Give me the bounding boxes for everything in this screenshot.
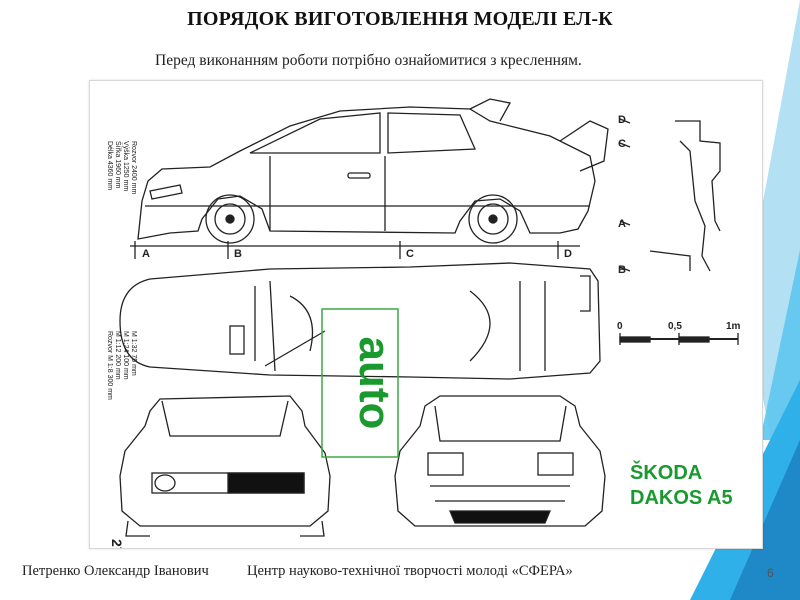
dim-width: Šířka 1960 mm (114, 141, 123, 189)
section-label: A (618, 218, 626, 230)
model-name-line1: ŠKODA (630, 460, 702, 484)
page-number: 6 (767, 566, 774, 580)
auto-logo: auto (350, 337, 399, 430)
scale-label: Rozvor M 1:8 300 mm (106, 331, 113, 400)
slide-subtitle: Перед виконанням роботи потрібно ознайом… (155, 52, 582, 69)
section-label: D (618, 114, 626, 126)
section-label: C (618, 138, 626, 150)
scale-zero: 0 (617, 321, 623, 332)
logo-frame (321, 308, 399, 458)
section-label: B (618, 264, 626, 276)
blueprint-image: auto Délka 4360 mm Šířka 1960 mm Výška 1… (89, 80, 763, 549)
decor-shape (760, 250, 800, 440)
model-name-line2: DAKOS A5 (630, 487, 733, 509)
scale-label: M 1:32 75 mm (130, 331, 137, 376)
dim-wheelbase: Rozvor 2400 mm (130, 141, 137, 194)
dim-length: Délka 4360 mm (106, 141, 113, 190)
section-label: C (406, 248, 414, 260)
sheet-number: 27 (109, 539, 125, 548)
section-label: B (234, 248, 242, 260)
section-label: A (142, 248, 150, 260)
scale-label: M 1:12 200 mm (114, 331, 121, 380)
scale-half: 0,5 (668, 321, 682, 332)
dim-height: Výška 1250 mm (122, 141, 129, 191)
section-label: D (564, 248, 572, 260)
footer-author: Петренко Олександр Іванович (22, 563, 209, 579)
footer-organization: Центр науково-технічної творчості молоді… (247, 563, 573, 579)
slide-title: ПОРЯДОК ВИГОТОВЛЕННЯ МОДЕЛІ ЕЛ-К (187, 8, 613, 30)
blueprint-drawing: auto Délka 4360 mm Šířka 1960 mm Výška 1… (106, 98, 741, 548)
scale-full: 1m (726, 321, 741, 332)
scale-label: M 1:24 100 mm (122, 331, 129, 380)
